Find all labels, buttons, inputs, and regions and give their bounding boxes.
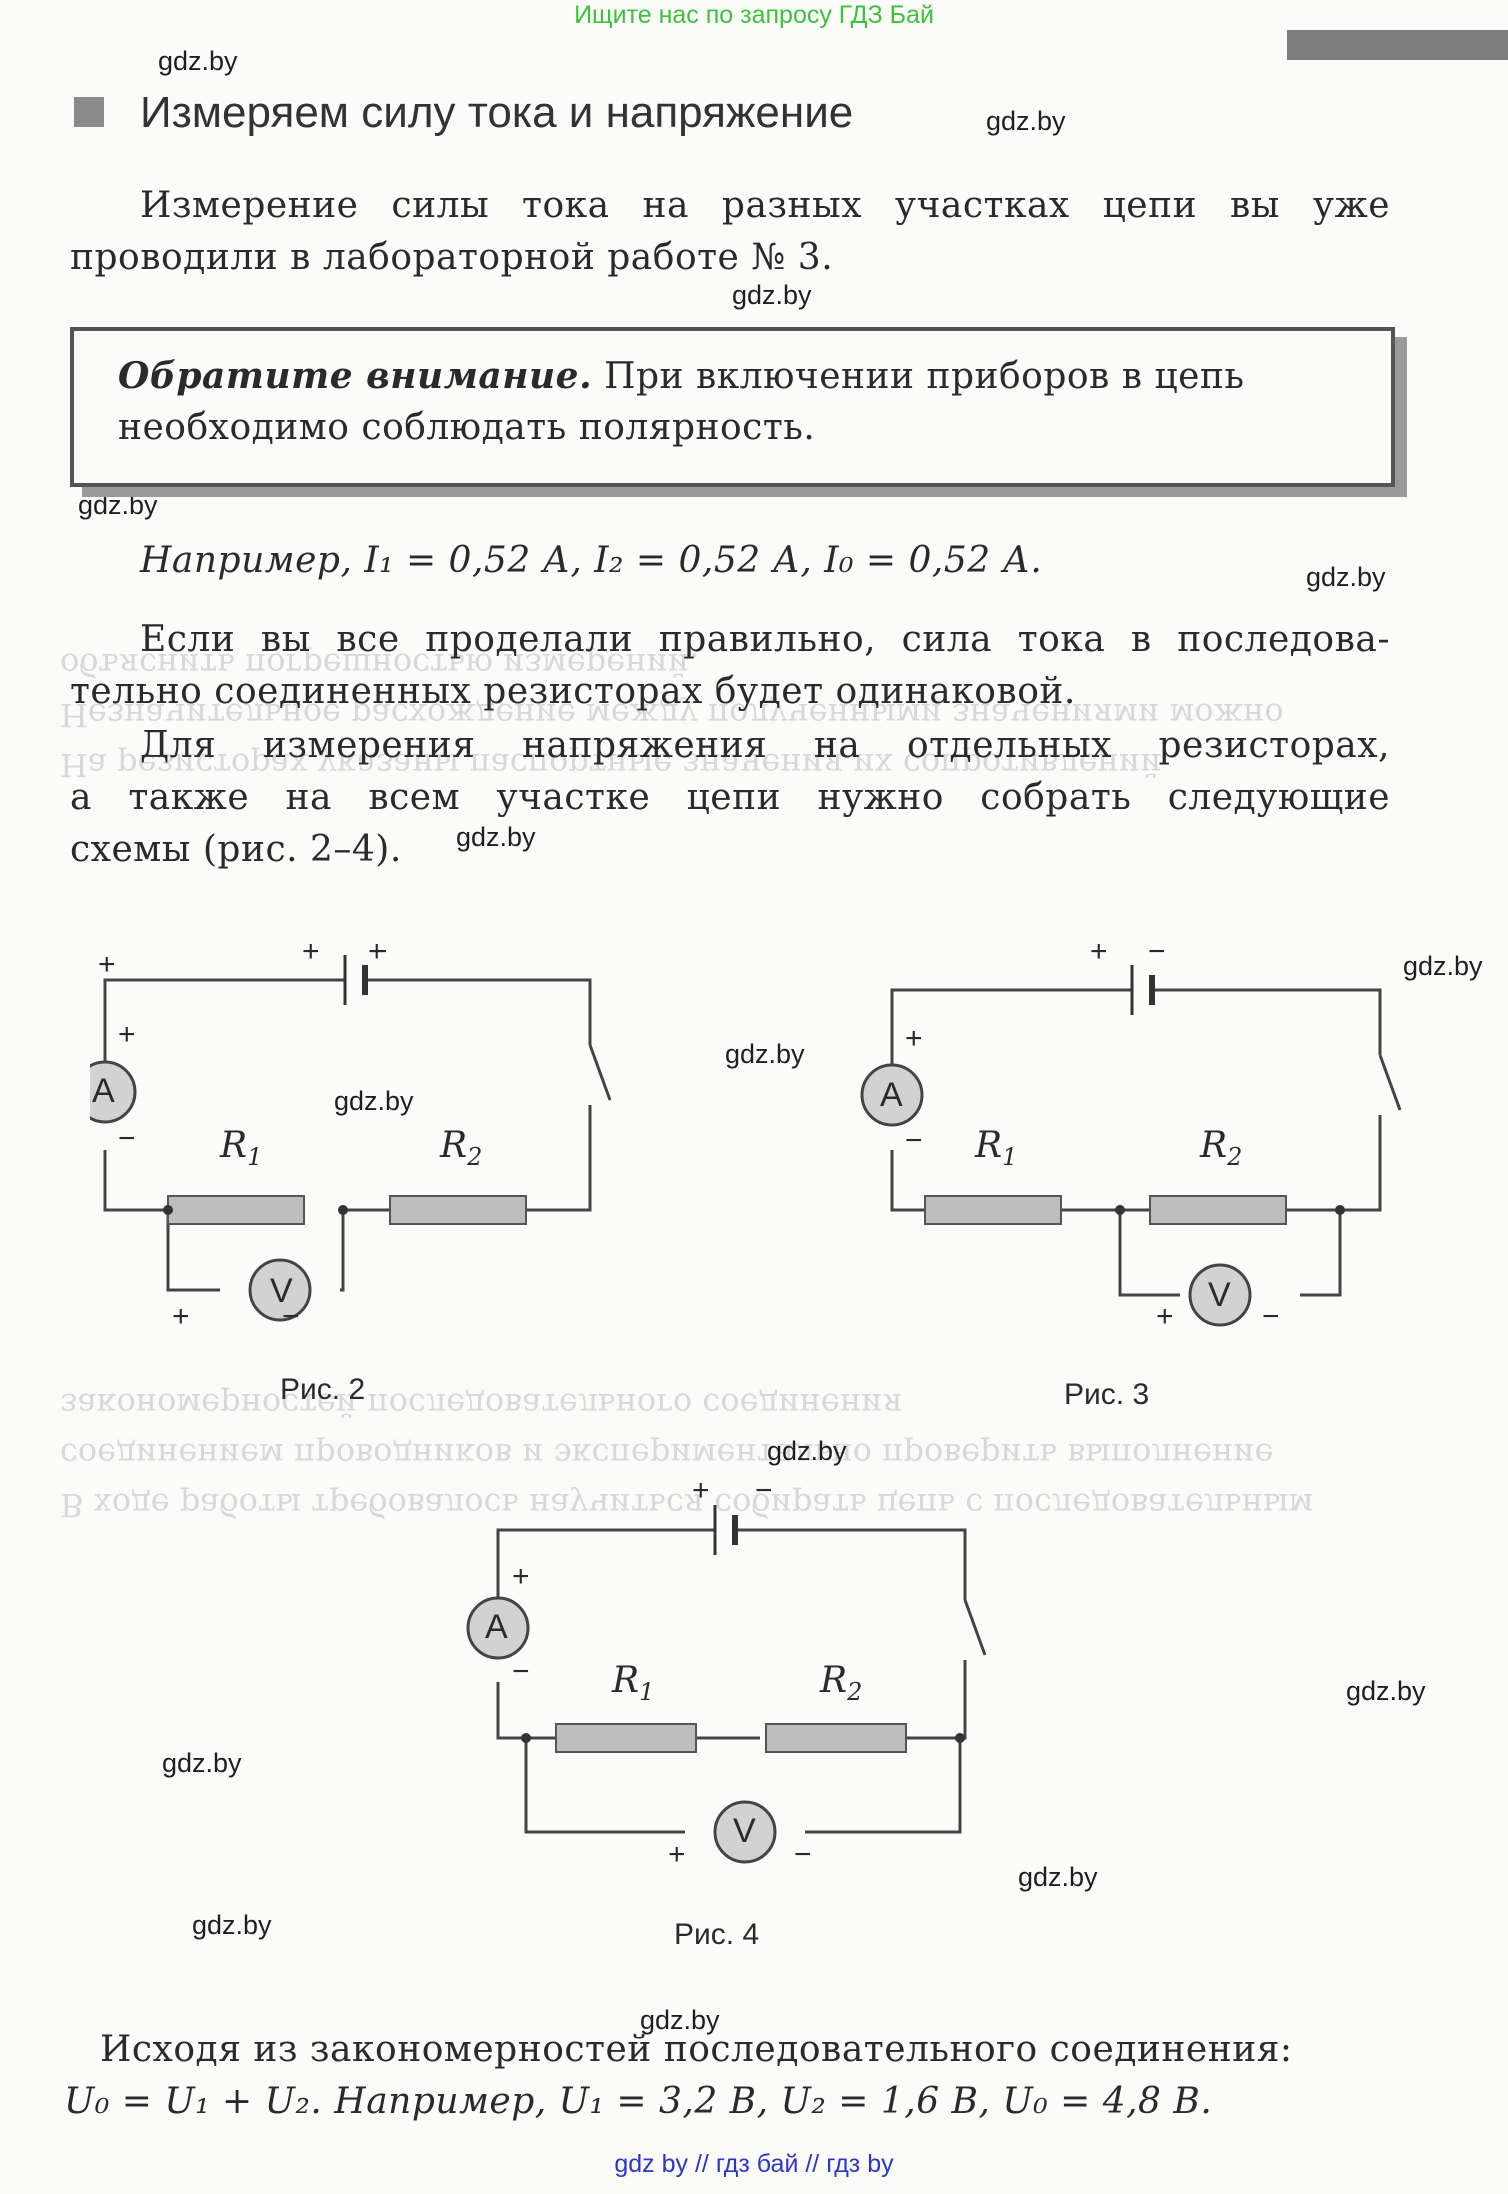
section-heading: Измеряем силу тока и напряжение [140,88,854,137]
note-line-2: необходимо соблюдать полярность. [118,407,816,448]
top-banner[interactable]: Ищите нас по запросу ГДЗ Бай [574,1,934,29]
fig3-r2-label: R2 [1200,1125,1242,1171]
fig4-r1-letter: R [612,1660,640,1701]
note-box [70,327,1395,487]
fig2-plus-ammeter: + [118,1018,136,1051]
fig2-plus-battery: + [302,935,320,968]
fig3-r1-label: R1 [975,1125,1017,1171]
fig4-r2-sub: 2 [847,1678,863,1707]
paragraph-1-line-1: Измерение силы тока на разных участках ц… [140,185,1390,226]
watermark: gdz.by [1403,951,1483,981]
fig2-plus-battery: + [98,948,116,981]
footer-links[interactable]: gdz by // гдз бай // гдз by [614,2150,894,2178]
example-currents: Например, I₁ = 0,52 А, I₂ = 0,52 А, I₀ =… [140,540,1043,581]
note-line-1: Обратите внимание. При включении приборо… [118,350,1245,403]
fig2-r1-label: R1 [220,1125,262,1171]
watermark: gdz.by [192,1910,272,1940]
fig2-minus-ammeter: − [118,1122,136,1155]
fig2-r1-letter: R [220,1125,248,1166]
fig2-plus-voltmeter: + [172,1300,190,1333]
watermark: gdz.by [1018,1862,1098,1892]
fig3-plus-voltmeter: + [1156,1300,1174,1333]
fig2-caption: Рис. 2 [280,1373,366,1406]
watermark: gdz.by [1306,562,1386,592]
conclusion-line-1: Исходя из закономерностей последовательн… [100,2029,1293,2070]
fig3-r1-sub: 1 [1002,1143,1018,1172]
fig4-minus-ammeter: − [512,1655,530,1688]
fig3-minus-voltmeter: − [1262,1300,1280,1333]
fig3-caption: Рис. 3 [1064,1378,1150,1411]
watermark: gdz.by [78,490,158,520]
paragraph-1-line-2: проводили в лабораторной работе № 3. [70,237,834,278]
fig3-r1-letter: R [975,1125,1003,1166]
watermark: gdz.by [767,1436,847,1466]
fig2-r2-sub: 2 [467,1143,483,1172]
fig4-ammeter-label: A [485,1608,508,1646]
watermark: gdz.by [1346,1676,1426,1706]
watermark: gdz.by [640,2005,720,2035]
fig4-plus-battery: + [692,1474,710,1507]
circuit-figure-3 [860,965,1402,1327]
fig3-minus-battery: − [1148,935,1166,968]
watermark: gdz.by [732,280,812,310]
paragraph-3-line-3: схемы (рис. 2–4). [70,829,402,870]
watermark: gdz.by [334,1086,414,1116]
circuit-figure-4 [466,1505,987,1864]
fig2-r2-letter: R [440,1125,468,1166]
fig3-r2-letter: R [1200,1125,1228,1166]
watermark: gdz.by [162,1748,242,1778]
corner-bar [1287,30,1508,60]
fig2-ammeter-label: A [92,1072,115,1110]
conclusion-formula: U₀ = U₁ + U₂. Например, U₁ = 3,2 В, U₂ =… [64,2081,1213,2122]
heading-marker [74,97,104,127]
circuit-figure-2 [90,955,612,1322]
note-lead: Обратите внимание. [118,355,593,397]
watermark: gdz.by [986,106,1066,136]
fig3-r2-sub: 2 [1227,1143,1243,1172]
fig2-voltmeter-label: V [270,1272,293,1310]
fig2-r2-label: R2 [440,1125,482,1171]
fig2-plus-battery: + [368,935,386,968]
fig4-minus-battery: − [755,1474,773,1507]
paragraph-2-line-2: тельно соединенных резисторах будет один… [70,671,1076,712]
fig4-r1-label: R1 [612,1660,654,1706]
watermark: gdz.by [158,46,238,76]
fig2-minus-voltmeter: − [282,1300,300,1333]
watermark: gdz.by [725,1039,805,1069]
watermark: gdz.by [456,822,536,852]
note-rest: При включении приборов в цепь [592,356,1245,397]
fig2-r1-sub: 1 [247,1143,263,1172]
fig4-caption: Рис. 4 [674,1918,760,1951]
fig4-voltmeter-label: V [733,1812,756,1850]
fig4-minus-voltmeter: − [794,1838,812,1871]
paragraph-3-line-1: Для измерения напряжения на отдельных ре… [140,725,1390,766]
fig3-minus-ammeter: − [905,1124,923,1157]
fig4-plus-voltmeter: + [668,1838,686,1871]
fig3-ammeter-label: A [880,1076,903,1114]
fig3-plus-ammeter: + [905,1022,923,1055]
fig3-voltmeter-label: V [1208,1276,1231,1314]
fig3-plus-battery: + [1090,935,1108,968]
paragraph-2-line-1: Если вы все проделали правильно, сила то… [140,619,1390,660]
fig2-minus-battery: − [370,935,388,968]
paragraph-3-line-2: а также на всем участке цепи нужно собра… [70,777,1390,818]
fig4-r2-letter: R [820,1660,848,1701]
fig4-r2-label: R2 [820,1660,862,1706]
fig4-plus-ammeter: + [512,1560,530,1593]
fig4-r1-sub: 1 [639,1678,655,1707]
